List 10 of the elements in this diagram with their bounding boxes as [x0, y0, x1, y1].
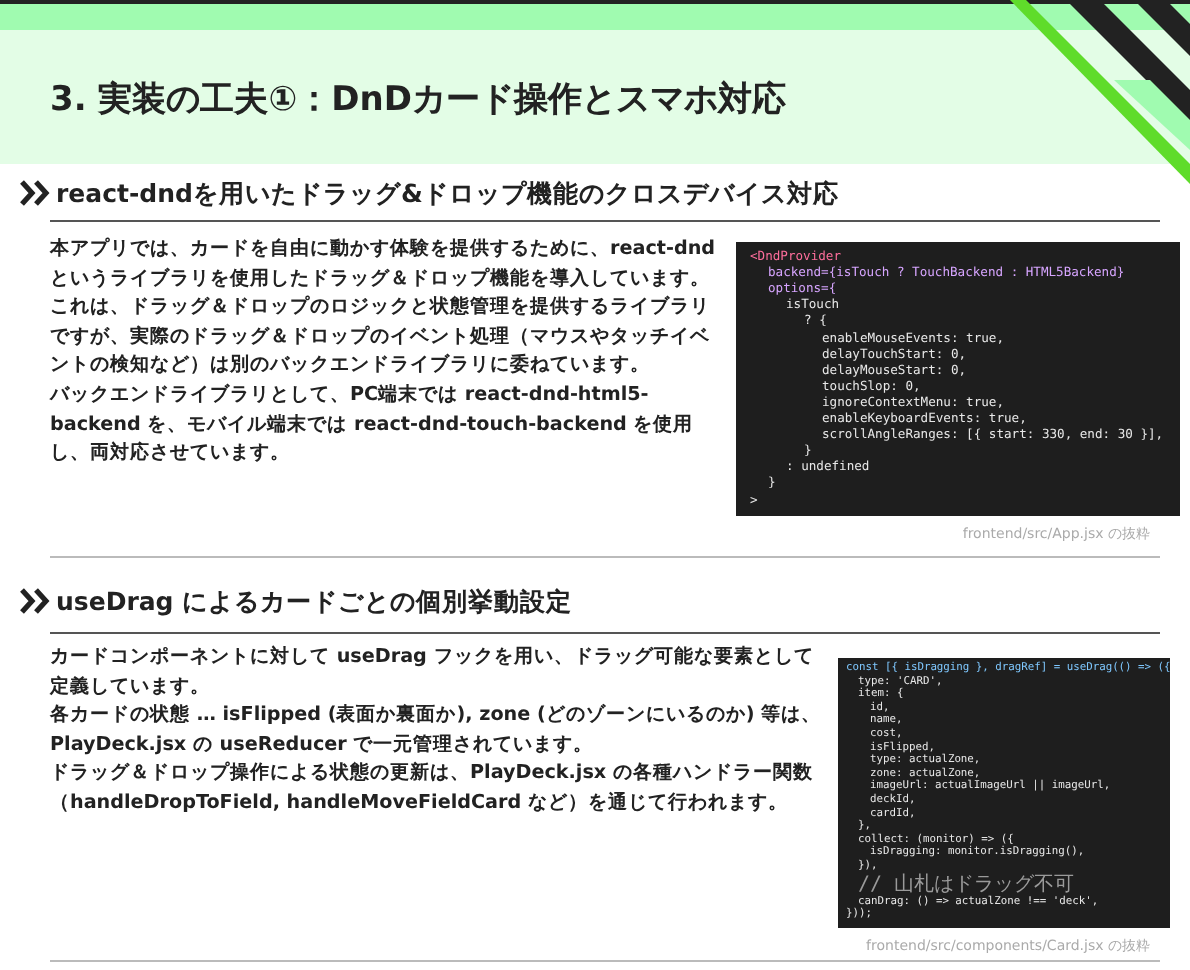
paragraph: これは、ドラッグ＆ドロップのロジックと状態管理を提供するライブラリですが、実際のドラッグ＆ドロップのイベント処理（マウスやタッチイベントの検知など）は別のバックエンドライブラリに委ねています。 [50, 294, 712, 381]
code-line: // 山札はドラッグ不可 [858, 875, 1075, 896]
paragraph: 各カードの状態 … isFlipped (表面か裏面か), zone (どのゾーンにいるのか) 等は、PlayDeck.jsx の useReducer で一元管理されています。 [50, 702, 822, 760]
slide-title: 3. 実装の工夫①：DnDカード操作とスマホ対応 [50, 78, 786, 122]
paragraph: ドラッグ＆ドロップ操作による状態の更新は、PlayDeck.jsx の各種ハンドラー関数（handleDropToField, handleMoveFieldCard など）を通じて行われます。 [50, 760, 815, 818]
section-heading: useDrag によるカードごとの個別挙動設定 [56, 586, 573, 620]
paragraph: バックエンドライブラリとして、PC端末では react-dnd-html5-backend を、モバイル端末では react-dnd-touch-backend を使用し、両対応させています。 [50, 382, 696, 469]
section-heading: react-dndを用いたドラッグ&ドロップ機能のクロスデバイス対応 [56, 178, 839, 212]
paragraph: カードコンポーネントに対して useDrag フックを用い、ドラッグ可能な要素として定義しています。 [50, 644, 816, 702]
paragraph: 本アプリでは、カードを自由に動かす体験を提供するために、react-dnd というライブラリを使用したドラッグ＆ドロップ機能を導入しています。 [50, 236, 718, 294]
